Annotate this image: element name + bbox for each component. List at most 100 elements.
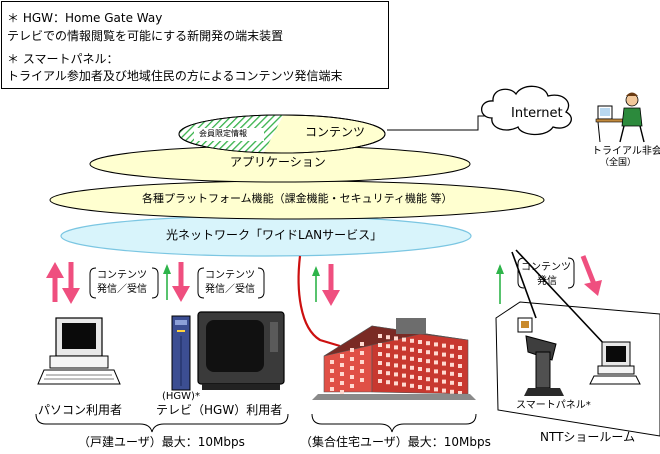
building-window (394, 363, 398, 368)
smart-panel-label: スマートパネル* (516, 400, 591, 411)
building-window (402, 355, 406, 360)
building-window (350, 384, 354, 388)
ntt-pc-link (515, 249, 607, 347)
building-window (350, 348, 354, 352)
building-window (378, 352, 382, 356)
building-window (360, 351, 364, 355)
building-window (410, 374, 414, 379)
building-window (360, 369, 364, 373)
building-window (340, 390, 344, 394)
ntt-pc-icon (589, 341, 641, 385)
building-window (378, 370, 382, 374)
building-window (394, 381, 398, 386)
detached-bandwidth-label: （戸建ユーザ）最大：10Mbps (78, 435, 245, 449)
building-window (442, 388, 446, 393)
building-window (402, 337, 406, 342)
building-window (450, 371, 454, 376)
building-window (402, 346, 406, 351)
building-window (340, 372, 344, 376)
building-window (394, 336, 398, 341)
network-layer-label: 光ネットワーク「ワイドLANサービス」 (166, 228, 383, 242)
hgw-mark-label: (HGW)* (162, 391, 200, 402)
internet-link-line (387, 115, 486, 131)
ntt-showroom-frame (495, 301, 660, 437)
ntt-flow-label-1: コンテンツ (521, 262, 571, 273)
building-window (426, 359, 430, 364)
building-window (330, 360, 334, 364)
building-window (350, 375, 354, 379)
application-layer-label: アプリケーション (230, 155, 326, 169)
building-window (360, 360, 364, 364)
building-window (442, 361, 446, 366)
building-window (418, 358, 422, 362)
building-window (434, 369, 438, 374)
building-window (410, 365, 414, 370)
pc-flow-label-1: コンテンツ (97, 270, 147, 281)
building-window (426, 341, 430, 346)
building-window (418, 367, 422, 371)
hgw-box-icon (171, 315, 191, 391)
building-window (434, 378, 438, 383)
platform-layer-label: 各種プラットフォーム機能（課金機能・セキュリティ機能 等） (142, 192, 453, 205)
ntt-flow-bracket (517, 257, 525, 289)
non-member-region-label: （全国） (600, 158, 637, 168)
building-window (426, 386, 430, 391)
building-window (418, 340, 422, 344)
legend-box: ＊ HGW：Home Gate Way テレビでの情報閲覧を可能にする新開発の端… (1, 1, 389, 89)
apartment-bandwidth-label: （集合住宅ユーザ）最大：10Mbps (300, 435, 491, 449)
building-window (330, 378, 334, 382)
tv-bidirectional-arrows (163, 262, 190, 302)
building-window (350, 357, 354, 361)
ntt-panel-link (511, 251, 537, 319)
ntt-showroom-label: NTTショールーム (540, 430, 636, 444)
building-window (410, 347, 414, 352)
building-window (434, 360, 438, 365)
building-window (434, 342, 438, 347)
pc-flow-label-2: 発信／受信 (97, 284, 147, 295)
building-window (418, 385, 422, 389)
apartment-arrows (312, 264, 340, 306)
pc-user-label: パソコン利用者 (38, 403, 123, 417)
building-window (410, 338, 414, 343)
building-window (378, 334, 382, 338)
building-window (386, 380, 390, 385)
building-window (360, 378, 364, 382)
building-window (394, 372, 398, 377)
building-window (458, 364, 462, 368)
apartment-building-icon (312, 318, 476, 400)
building-window (410, 356, 414, 361)
building-window (340, 363, 344, 367)
ntt-flow-label-2: 発信 (537, 276, 557, 287)
building-window (450, 362, 454, 367)
tv-icon (197, 311, 285, 390)
tv-flow-bracket (197, 267, 205, 299)
building-window (458, 382, 462, 386)
smart-panel-kiosk-icon (517, 317, 564, 396)
building-window (450, 380, 454, 385)
building-window (426, 368, 430, 373)
building-window (458, 346, 462, 350)
building-window (434, 351, 438, 356)
building-window (340, 354, 344, 358)
building-window (386, 335, 390, 340)
pc-bidirectional-arrows (46, 262, 80, 304)
internet-label: Internet (511, 106, 563, 121)
building-window (410, 383, 414, 388)
legend-hgw-desc: テレビでの情報閲覧を可能にする新開発の端末装置 (7, 29, 284, 43)
building-window (378, 343, 382, 347)
detached-brace (35, 413, 289, 433)
building-window (418, 349, 422, 353)
building-window (330, 369, 334, 373)
building-window (386, 344, 390, 349)
building-window (418, 376, 422, 380)
building-window (434, 387, 438, 392)
building-window (386, 353, 390, 358)
building-window (330, 387, 334, 391)
building-window (386, 362, 390, 367)
members-only-label: 会員限定情報 (199, 129, 247, 138)
tv-user-label: テレビ（HGW）利用者 (156, 403, 283, 417)
building-window (402, 364, 406, 369)
building-window (450, 353, 454, 358)
building-window (386, 371, 390, 376)
